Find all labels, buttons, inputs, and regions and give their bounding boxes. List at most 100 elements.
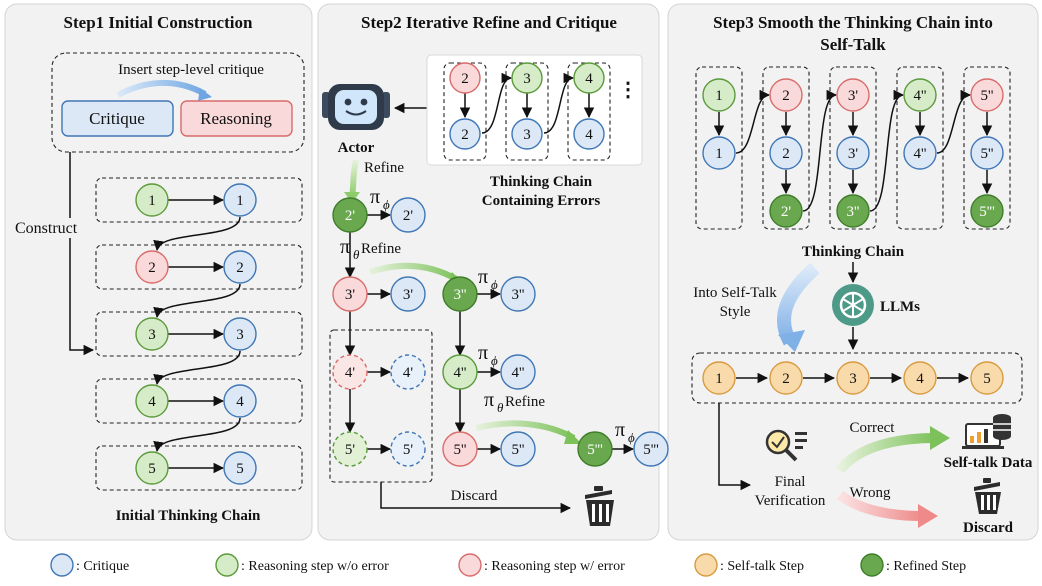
into-self-talk-label-1: Into Self-Talk [693,285,777,301]
refine-tree: π ϕ π θ Refine π ϕ π ϕ π θ Refine π ϕ [329,186,669,514]
critique-box [61,100,174,137]
smoothed-chain: 1 1 2 2 2' 3' 3' 3'' 4'' 4'' 5'' 5'' 5''… [695,66,1011,230]
pi-phi-label: π [478,342,488,364]
error-node-5pp [442,431,478,467]
construct-label-bg [12,218,78,238]
critique-node-3pp [500,276,536,312]
pi-theta-sub: θ [497,400,504,415]
step3-chain-caption: Thinking Chain [802,244,905,260]
legend-reasoning-label: : Reasoning step w/o error [241,559,389,574]
node-label: 2 [148,260,156,276]
node-label: 1 [236,193,244,209]
pi-theta-sub: θ [353,247,360,262]
legend-error-swatch [458,553,482,577]
insert-critique-label: Insert step-level critique [118,62,264,78]
critique-node-3p [390,276,426,312]
self-talk-row-box [691,352,1023,404]
critique-box-label: Critique [89,109,145,128]
legend: : Critique : Reasoning step w/o error : … [50,553,966,577]
insert-arrow-head [198,88,212,101]
step1-reason-node-5 [135,451,169,485]
actor-label: Actor [338,140,375,156]
node-label: 1 [148,193,156,209]
node-label: 4'' [914,146,927,162]
correct-arrow [836,433,936,474]
node-label: 3 [523,127,531,143]
insert-critique-box [51,52,305,153]
node-label: 5''' [979,204,995,220]
legend-self-talk-swatch [694,553,718,577]
legend-error-label: : Reasoning step w/ error [484,559,625,574]
row-box-2 [95,244,303,290]
self-talk-data-label: Self-talk Data [944,455,1033,471]
node-label: 3'' [512,287,525,303]
step2-title: Step2 Iterative Refine and Critique [361,13,617,32]
step1-reason-node-3 [135,317,169,351]
node-label: 1 [715,146,723,162]
node-label: 4'' [454,365,467,381]
refine-arrow [349,159,359,197]
chain-col-3 [829,66,877,230]
chain-caption-2: Containing Errors [482,193,601,209]
step1-reason-node-1 [135,183,169,217]
node-label: 3 [849,371,857,387]
node-label: 4'' [914,88,927,104]
discarded-error-node-4p [332,354,368,390]
node-label: 5''' [587,442,603,458]
node-label: 5 [983,371,991,387]
step1-error-node-2 [135,250,169,284]
into-self-talk-arrow-head [778,330,805,352]
node-label: 4 [148,394,156,410]
discarded-critique-node-4p [390,354,426,390]
chain-caption-1: Thinking Chain [490,174,593,190]
node-label: 5' [403,442,414,458]
step2-discard-label: Discard [451,488,498,504]
chain-col-1 [695,66,743,230]
step1-critique-node-3 [223,317,257,351]
node-label: 2 [782,371,790,387]
critique-node-5pp [500,431,536,467]
node-label: 2 [461,127,469,143]
step1-critique-node-5 [223,451,257,485]
node-label: 2' [403,208,414,224]
legend-reasoning-swatch [215,553,239,577]
critique-node-2p [390,197,426,233]
ellipsis-glyph: ⋮ [618,79,638,101]
reasoning-box [180,100,293,137]
chain-col-2 [762,66,810,230]
node-label: 1 [715,88,723,104]
discard-arrow [380,482,572,514]
step3-discard-label: Discard [963,520,1014,536]
node-label: 5''' [643,442,659,458]
node-label: 5'' [512,442,525,458]
err-chain-node-4-bot [573,118,605,150]
chain-col-5 [963,66,1011,230]
trash-icon [974,478,1001,514]
pi-phi-sub: ϕ [383,197,390,212]
discarded-reason-node-5p [332,431,368,467]
wrong-arrow-head [918,504,938,528]
node-label: 3' [403,287,414,303]
node-label: 4 [585,71,593,87]
node-label: 2 [236,260,244,276]
wrong-label: Wrong [849,485,891,501]
pi-phi-label: π [615,419,625,441]
row-box-1 [95,177,303,223]
step3-title-line1: Step3 Smooth the Thinking Chain into [713,13,993,32]
row-box-4 [95,378,303,424]
pi-theta-refine-word: Refine [505,394,545,410]
refined-node-5ppp [577,431,613,467]
pi-theta-refine-word: Refine [361,241,401,257]
node-label: 2' [781,204,792,220]
database-icon [962,414,1011,449]
error-node-3p [332,276,368,312]
node-label: 4'' [512,365,525,381]
refined-node-3pp [442,276,478,312]
insert-arrow [116,79,207,98]
node-label: 2 [461,71,469,87]
node-label: 3' [848,88,859,104]
node-label: 3 [523,71,531,87]
pi-phi-sub: ϕ [628,430,635,445]
node-label: 5'' [454,442,467,458]
